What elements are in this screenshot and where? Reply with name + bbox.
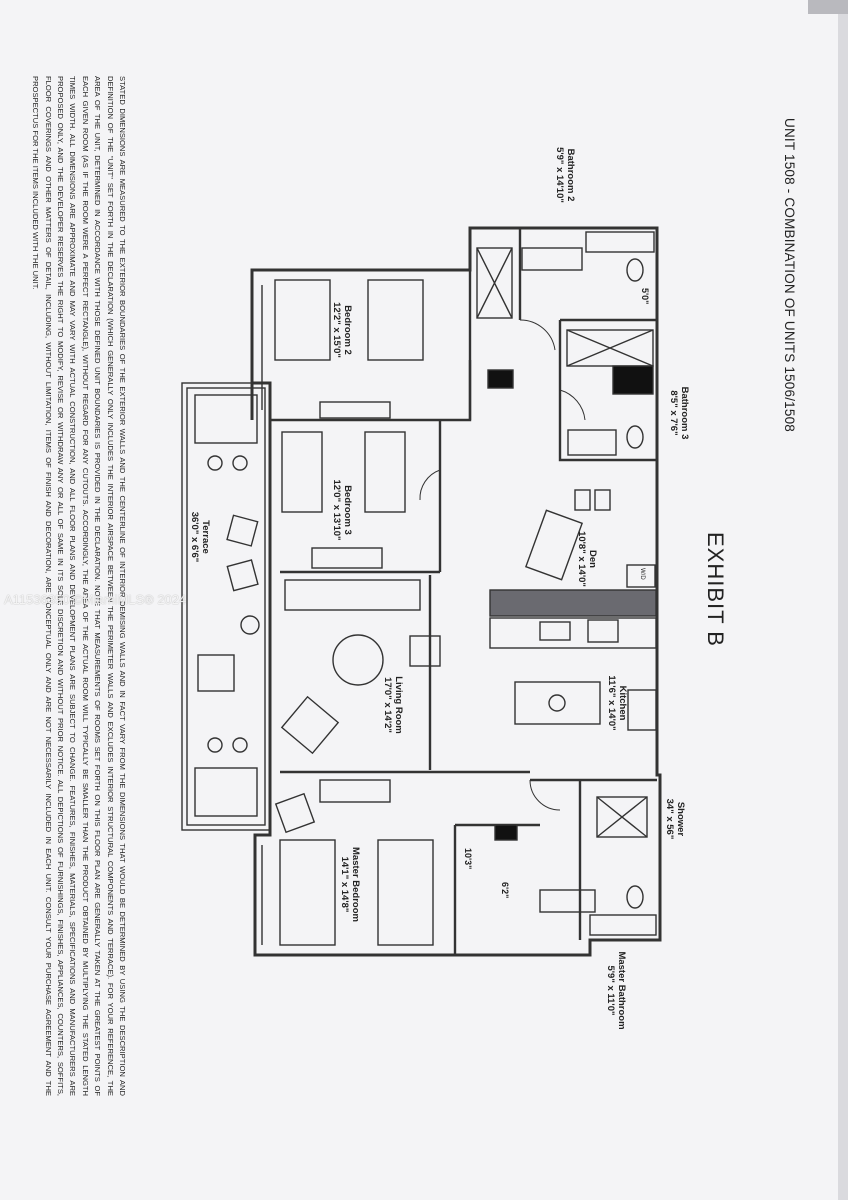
disclaimer-line: TIMES WIDTH. ALL DIMENSIONS ARE APPROXIM… bbox=[68, 76, 78, 1096]
disclaimer: STATED DIMENSIONS ARE MEASURED TO THE EX… bbox=[28, 76, 128, 1096]
disclaimer-line: DEFINITION OF THE "UNIT" SET FORTH IN TH… bbox=[105, 76, 115, 1096]
plan-title: UNIT 1508 - COMBINATION OF UNITS 1506/15… bbox=[782, 118, 797, 432]
dimension-bath2-closet: 5'0" bbox=[640, 288, 650, 305]
washer-dryer-label: W/D bbox=[639, 568, 645, 580]
exterior-walls bbox=[250, 226, 662, 957]
disclaimer-line: FLOOR COVERINGS AND OTHER MATTERS OF DET… bbox=[43, 76, 53, 1096]
disclaimer-line: AREA OF THE UNIT, DETERMINED IN ACCORDAN… bbox=[93, 76, 103, 1096]
interior-walls bbox=[270, 228, 657, 955]
disclaimer-line: PROSPECTUS FOR THE ITEMS INCLUDED WITH T… bbox=[31, 76, 41, 290]
kitchen-fixtures bbox=[489, 489, 657, 731]
kitchen-island bbox=[489, 589, 657, 617]
disclaimer-line: PROPOSED ONLY, AND THE DEVELOPER RESERVE… bbox=[55, 76, 65, 1096]
scan-corner bbox=[808, 0, 848, 14]
watermark: A11536350 ©MiamiMLS® 2024 bbox=[4, 592, 187, 607]
bathroom-fixtures bbox=[476, 231, 657, 936]
dimension-master-closet-length: 10'3" bbox=[463, 848, 473, 870]
exhibit-label: EXHIBIT B bbox=[703, 532, 728, 647]
dimension-master-closet-width: 6'2" bbox=[500, 882, 510, 899]
disclaimer-line: STATED DIMENSIONS ARE MEASURED TO THE EX… bbox=[118, 76, 127, 1096]
scan-edge bbox=[838, 0, 848, 1200]
furniture bbox=[274, 279, 441, 946]
terrace bbox=[181, 382, 271, 831]
disclaimer-line: EACH GIVEN ROOM (AS IF THE ROOM WERE A P… bbox=[80, 76, 90, 1096]
